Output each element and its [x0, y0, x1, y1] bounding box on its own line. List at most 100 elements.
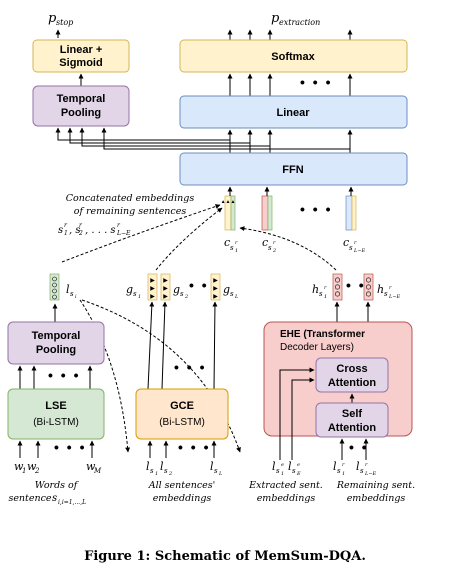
svg-text:extraction: extraction — [279, 18, 320, 27]
svg-text:(Bi-LSTM): (Bi-LSTM) — [33, 417, 79, 428]
svg-text:Softmax: Softmax — [271, 51, 315, 63]
svg-text:All sentences': All sentences' — [148, 480, 216, 491]
svg-text:r: r — [273, 240, 276, 246]
g-sL-embedding: ▶ ▶ ▶ g s L — [210, 273, 239, 301]
dashed-arrows-down — [79, 299, 241, 453]
self-attention-box: Self Attention — [315, 402, 389, 438]
svg-text:l: l — [160, 460, 164, 473]
svg-text:p: p — [271, 11, 280, 26]
svg-text:c: c — [224, 236, 230, 249]
svg-text:FFN: FFN — [282, 164, 303, 176]
svg-text:Linear: Linear — [276, 107, 310, 119]
linear-sigmoid-box: Linear + Sigmoid — [32, 39, 130, 73]
svg-text:2: 2 — [272, 248, 276, 254]
svg-text:Temporal: Temporal — [57, 93, 106, 105]
svg-text:r: r — [235, 240, 238, 246]
svg-text:Decoder Layers): Decoder Layers) — [280, 342, 354, 353]
svg-text:l: l — [333, 460, 337, 473]
svg-text:Pooling: Pooling — [61, 107, 101, 119]
dots-gce-bottom: • • • — [178, 439, 210, 455]
dots-softmax: • • • — [300, 74, 332, 90]
svg-text:GCE: GCE — [170, 400, 194, 412]
p-extraction-label: p extraction — [271, 11, 320, 27]
concat-embedding-c1: ▲▲▲ — [221, 186, 235, 231]
svg-text:s: s — [133, 290, 137, 298]
svg-text:s: s — [230, 244, 234, 252]
svg-text:▶: ▶ — [213, 278, 218, 284]
svg-text:(Bi-LSTM): (Bi-LSTM) — [159, 417, 205, 428]
svg-text:r: r — [389, 285, 392, 291]
svg-text:s: s — [319, 290, 323, 298]
lse-box: LSE (Bi-LSTM) — [7, 388, 105, 440]
svg-text:Self: Self — [342, 408, 363, 420]
concat-embedding-c2 — [261, 186, 273, 231]
svg-text:i,i=1,...,L: i,i=1,...,L — [58, 499, 86, 506]
svg-text:1: 1 — [324, 294, 327, 300]
svg-text:Cross: Cross — [336, 363, 367, 375]
ffn-to-pooling-lines — [55, 127, 351, 153]
svg-text:l: l — [288, 460, 292, 473]
svg-text:Remaining sent.: Remaining sent. — [336, 480, 415, 491]
svg-text:s: s — [349, 244, 353, 252]
svg-text:▶: ▶ — [213, 286, 218, 292]
c-label-1: c s 1 r — [224, 236, 238, 254]
extracted-annotation: Extracted sent. embeddings — [248, 480, 323, 504]
svg-text:2: 2 — [184, 294, 188, 300]
svg-text:r: r — [64, 222, 68, 229]
svg-text:EHE (Transformer: EHE (Transformer — [280, 329, 365, 340]
svg-text:l: l — [272, 460, 276, 473]
svg-text:Attention: Attention — [328, 377, 377, 389]
svg-text:s: s — [52, 493, 57, 504]
svg-text:embeddings: embeddings — [257, 493, 316, 504]
svg-text:▶: ▶ — [163, 294, 168, 300]
svg-text:s: s — [230, 290, 234, 298]
temporal-pooling-left-box: Temporal Pooling — [7, 321, 105, 365]
svg-text:l: l — [66, 283, 70, 296]
dots-lse-top: • • • — [48, 367, 80, 383]
svg-text:2: 2 — [34, 467, 40, 475]
svg-text:▶: ▶ — [163, 286, 168, 292]
svg-text:s: s — [70, 290, 74, 298]
svg-text:2: 2 — [168, 471, 172, 477]
svg-text:l: l — [146, 460, 150, 473]
svg-text:M: M — [93, 467, 102, 475]
svg-text:l: l — [356, 460, 360, 473]
svg-text:s: s — [268, 244, 272, 252]
svg-text:g: g — [223, 283, 230, 296]
svg-text:s: s — [164, 467, 168, 475]
svg-text:▶: ▶ — [213, 294, 218, 300]
svg-text:e: e — [281, 462, 284, 468]
svg-text:1: 1 — [342, 471, 345, 477]
concat-annotation: Concatenated embeddings of remaining sen… — [58, 193, 194, 237]
svg-text:r: r — [79, 222, 83, 229]
words-annotation: Words of sentence s i,i=1,...,L — [8, 480, 86, 506]
svg-text:LSE: LSE — [45, 400, 66, 412]
svg-text:L−E: L−E — [116, 230, 131, 237]
svg-text:L: L — [234, 294, 239, 300]
svg-text:h: h — [312, 283, 319, 296]
concat-embedding-cL — [345, 186, 357, 231]
svg-text:1: 1 — [155, 471, 158, 477]
svg-text:Attention: Attention — [328, 422, 377, 434]
svg-text:w: w — [14, 460, 24, 473]
svg-text:Temporal: Temporal — [32, 330, 81, 342]
all-sentences-annotation: All sentences' embeddings — [148, 480, 216, 504]
dashed-arrows-to-concat — [61, 204, 337, 271]
dots-remaining: • • — [349, 439, 369, 455]
dots-h: • • — [346, 277, 366, 293]
svg-text:1: 1 — [281, 471, 284, 477]
svg-text:L−E: L−E — [353, 248, 366, 254]
svg-text:w: w — [86, 460, 96, 473]
cross-attention-box: Cross Attention — [315, 357, 389, 393]
figure-caption: Figure 1: Schematic of MemSum-DQA. — [84, 549, 366, 564]
ffn-box: FFN — [179, 152, 408, 186]
svg-text:1: 1 — [138, 294, 141, 300]
word-inputs: w 1 w 2 w M — [14, 460, 102, 475]
svg-text:h: h — [377, 283, 384, 296]
svg-text:▶: ▶ — [150, 294, 155, 300]
g-s1-embedding: ▶ ▶ ▶ g s 1 — [126, 273, 158, 301]
svg-text:g: g — [126, 283, 133, 296]
svg-text:Words of: Words of — [35, 480, 79, 491]
svg-text:▶: ▶ — [150, 278, 155, 284]
